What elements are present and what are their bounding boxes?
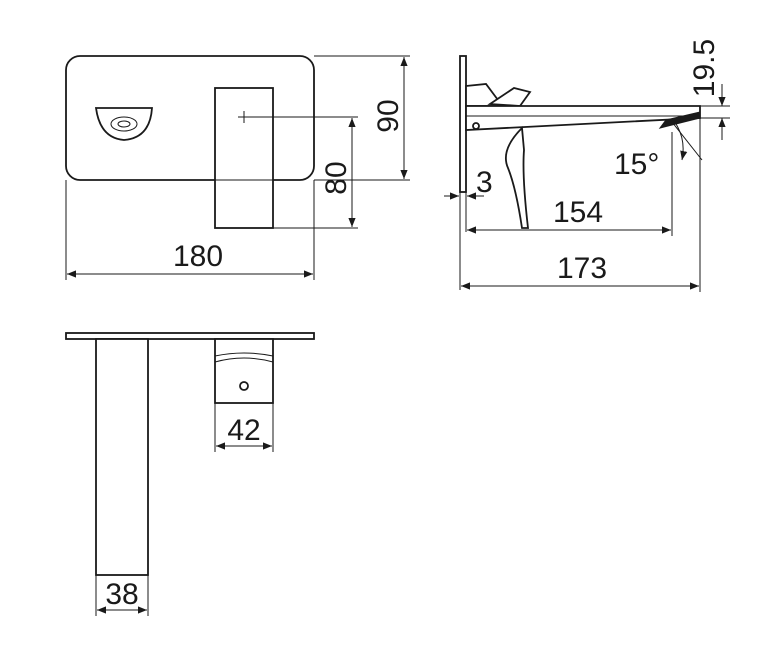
dim-spout-width: 38	[105, 578, 138, 611]
dim-angle: 15°	[614, 148, 659, 181]
dim-projection-offset: 19.5	[688, 39, 721, 97]
top-view: 42 38	[65, 332, 315, 616]
side-view: 19.5 15° 3 154 173	[444, 39, 730, 292]
wall-plate-top	[65, 332, 315, 340]
lever-blade	[504, 126, 530, 229]
dim-handle-axis-height: 80	[320, 161, 353, 194]
spout-top	[95, 338, 149, 576]
dim-plate-thickness: 3	[476, 166, 493, 199]
dim-plate-height: 90	[372, 99, 405, 132]
handle-top	[214, 338, 274, 404]
spout-outlet-icon	[94, 107, 153, 141]
dim-handle-width: 42	[227, 414, 260, 447]
dim-plate-width: 180	[173, 240, 223, 273]
dim-overall-depth: 173	[557, 252, 607, 285]
front-view: 90 80 180	[65, 55, 410, 280]
dim-spout-reach: 154	[553, 196, 603, 229]
handle-front	[214, 87, 274, 229]
